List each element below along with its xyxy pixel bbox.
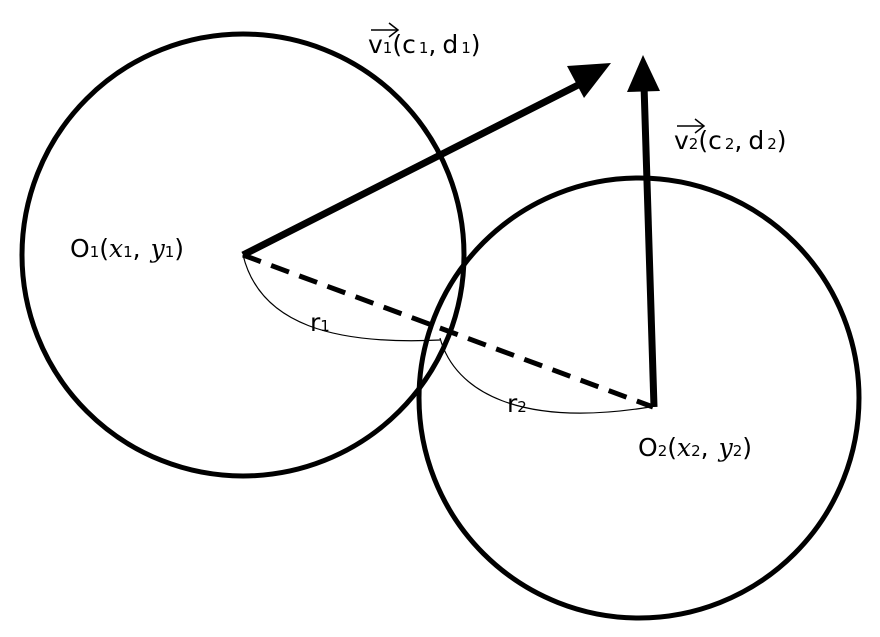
v1-overline-arrowhead xyxy=(388,22,400,38)
vector-v1-shaft xyxy=(241,76,590,259)
vector-v2-arrowhead xyxy=(627,55,660,92)
label-o1: O1(x1,y1) xyxy=(70,234,184,263)
radius-r1-arc xyxy=(242,254,441,342)
circle-2 xyxy=(416,175,862,621)
radius-r2-arc xyxy=(439,337,651,414)
center-line xyxy=(242,252,654,410)
label-r1: r1 xyxy=(310,308,330,337)
vector-v1-arrowhead xyxy=(567,63,611,98)
circle-1 xyxy=(19,31,467,479)
label-r2: r2 xyxy=(507,389,527,418)
vector-v2-shaft xyxy=(640,84,658,408)
label-o2: O2(x2,y2) xyxy=(638,433,752,462)
v2-overline-arrowhead xyxy=(694,118,706,134)
